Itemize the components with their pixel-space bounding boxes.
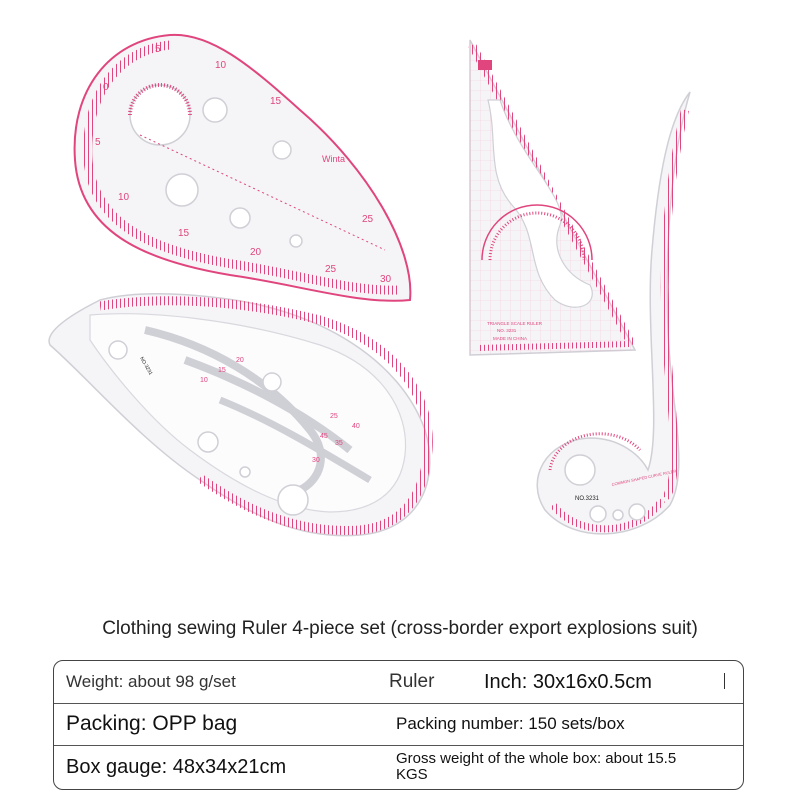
hip-number: 25 (325, 264, 337, 275)
hip-brand: Winta (322, 154, 345, 164)
weight-spec: Weight: about 98 g/set (66, 672, 236, 691)
triangle-ruler: TRIANGLE SCALE RULER NO. 3231 MADE IN CH… (468, 39, 637, 356)
specs-row: Packing: OPP bag Packing number: 150 set… (54, 703, 743, 746)
french-curve-model: NO.3231 (575, 496, 600, 502)
french-curve-ruler: NO.3231 COMMON SHAPED CURVE RULER (536, 91, 691, 535)
triangle-title: TRIANGLE SCALE RULER (487, 321, 543, 326)
product-photo: 0 5 10 15 20 25 30 5 10 15 25 Winta TRIA… (48, 33, 691, 537)
divider-mark (724, 673, 725, 689)
triangle-origin: MADE IN CHINA (493, 336, 527, 341)
hip-number: 30 (380, 274, 392, 285)
hip-number: 15 (270, 96, 282, 107)
box-gauge-spec: Box gauge: 48x34x21cm (66, 755, 287, 778)
egg-number: 25 (330, 413, 338, 420)
egg-number: 35 (335, 440, 343, 447)
packing-spec: Packing: OPP bag (66, 712, 238, 735)
egg-number: 20 (236, 357, 244, 364)
hip-curve-ruler: 0 5 10 15 20 25 30 5 10 15 25 Winta (73, 33, 412, 302)
triangle-model: NO. 3231 (497, 328, 517, 333)
specs-row: Weight: about 98 g/set Ruler Inch: 30x16… (54, 661, 743, 704)
specs-row: Box gauge: 48x34x21cm Gross weight of th… (54, 745, 743, 789)
hip-number: 25 (362, 214, 374, 225)
product-caption: Clothing sewing Ruler 4-piece set (cross… (102, 618, 698, 639)
packing-number-spec: Packing number: 150 sets/box (396, 714, 625, 733)
hip-number: 10 (118, 192, 130, 203)
egg-number: 45 (320, 433, 328, 440)
hip-number: 5 (155, 44, 161, 55)
hip-number: 15 (178, 228, 190, 239)
hip-number: 20 (250, 247, 262, 258)
egg-number: 15 (218, 367, 226, 374)
ruler-label: Ruler (389, 671, 435, 692)
dimension-spec: Inch: 30x16x0.5cm (484, 670, 652, 693)
gross-weight-spec: Gross weight of the whole box: about 15.… (396, 750, 677, 783)
rulers-illustration: 0 5 10 15 20 25 30 5 10 15 25 Winta TRIA… (48, 33, 691, 537)
egg-number: 10 (200, 377, 208, 384)
egg-number: 40 (352, 423, 360, 430)
hip-number: 0 (103, 82, 109, 93)
specs-table: Weight: about 98 g/set Ruler Inch: 30x16… (53, 660, 744, 790)
hip-number: 10 (215, 60, 227, 71)
egg-number: 30 (312, 457, 320, 464)
egg-curve-ruler: NO.3231 10 15 20 25 30 35 40 45 (48, 293, 433, 537)
hip-number: 5 (95, 137, 101, 148)
